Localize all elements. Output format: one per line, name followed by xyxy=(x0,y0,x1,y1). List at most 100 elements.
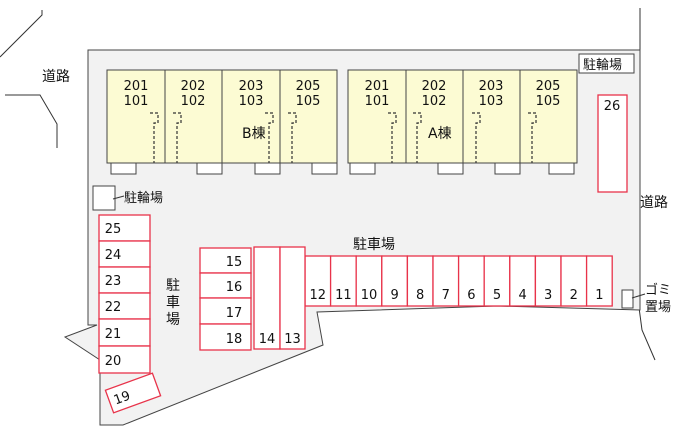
bike-parking-left-label: 駐輪場 xyxy=(124,190,163,206)
parking-slot-25-label: 25 xyxy=(105,222,122,237)
parking-slot-11 xyxy=(329,255,357,307)
parking-slot-4-label: 4 xyxy=(518,288,526,303)
garbage-leader xyxy=(631,293,646,299)
parking-slot-20-label: 20 xyxy=(105,354,122,369)
bike-parking-left-leader xyxy=(112,195,125,200)
unit-b-1-upper: 201 xyxy=(124,79,149,94)
unit-a-2-lower: 102 xyxy=(422,94,447,109)
unit-b-1 xyxy=(106,69,166,164)
garbage-area xyxy=(621,289,634,309)
building-a: 201 101 202 102 203 103 205 105 A棟 xyxy=(347,69,578,175)
parking-slot-15 xyxy=(199,247,252,274)
road-label-left: 道路 xyxy=(42,69,70,85)
bike-parking-top-label: 駐輪場 xyxy=(583,57,622,73)
parking-block-mid: 15 16 17 18 xyxy=(199,247,252,351)
parking-slot-1 xyxy=(585,255,613,307)
unit-a-3 xyxy=(462,69,521,164)
unit-a-4 xyxy=(519,69,578,164)
parking-slot-18-label: 18 xyxy=(226,332,243,347)
parking-slot-16-label: 16 xyxy=(226,280,243,295)
parking-slot-22 xyxy=(98,292,151,320)
unit-a-2 xyxy=(405,69,464,164)
unit-b-4-lower: 105 xyxy=(296,94,321,109)
parking-slot-22-label: 22 xyxy=(105,300,122,315)
parking-slot-26 xyxy=(597,94,628,193)
parking-slot-2 xyxy=(560,255,588,307)
unit-b-3-upper: 203 xyxy=(239,79,264,94)
stair-a-2 xyxy=(413,112,422,163)
parking-slot-11-label: 11 xyxy=(335,288,352,303)
parking-slot-13-label: 13 xyxy=(284,332,301,347)
unit-a-1-upper: 201 xyxy=(365,79,390,94)
parking-slot-6-label: 6 xyxy=(467,288,475,303)
unit-a-2-upper: 202 xyxy=(422,79,447,94)
parking-label-vertical-1: 駐 xyxy=(166,278,180,294)
parking-slot-24 xyxy=(98,240,151,268)
parking-label-center: 駐車場 xyxy=(353,236,395,253)
parking-slot-17 xyxy=(199,297,252,325)
parking-slot-4 xyxy=(509,255,537,307)
parking-column-left: 25 24 23 22 21 20 xyxy=(98,214,151,374)
parking-slot-9 xyxy=(381,255,409,307)
stair-b-2 xyxy=(173,112,182,163)
parking-slot-19-group: 19 xyxy=(104,372,162,414)
parking-label-vertical-2: 車 xyxy=(166,294,180,311)
unit-b-3-lower: 103 xyxy=(239,94,264,109)
stair-b-3 xyxy=(265,112,274,163)
parking-slot-5-label: 5 xyxy=(493,288,501,303)
parking-slot-8-label: 8 xyxy=(416,288,424,303)
garbage-label-2: 置場 xyxy=(645,300,671,315)
unit-b-2-upper: 202 xyxy=(181,79,206,94)
parking-slot-1-label: 1 xyxy=(595,288,603,303)
unit-a-4-upper: 205 xyxy=(536,79,561,94)
unit-b-2 xyxy=(164,69,223,164)
unit-a-3-lower: 103 xyxy=(479,94,504,109)
bike-parking-left xyxy=(92,185,116,211)
parking-slot-17-label: 17 xyxy=(226,306,243,321)
parking-slot-13 xyxy=(279,246,306,350)
parking-slot-21-label: 21 xyxy=(105,327,122,342)
parking-slot-26-label: 26 xyxy=(604,99,621,114)
parking-slot-24-label: 24 xyxy=(105,248,122,263)
parking-slot-23 xyxy=(98,266,151,294)
building-b: 201 101 202 102 203 103 205 105 B棟 xyxy=(106,69,338,175)
road-label-right: 道路 xyxy=(640,195,668,211)
unit-b-3 xyxy=(221,69,281,164)
parking-slot-20 xyxy=(98,345,151,374)
bike-parking-top xyxy=(578,53,635,74)
unit-b-1-lower: 101 xyxy=(124,94,149,109)
parking-slot-12 xyxy=(304,255,332,307)
parking-slot-23-label: 23 xyxy=(105,274,122,289)
road-edge-left-top xyxy=(0,10,43,58)
parking-slot-14-label: 14 xyxy=(259,332,276,347)
parking-slot-21 xyxy=(98,318,151,347)
parking-slot-7-label: 7 xyxy=(442,288,450,303)
parking-slot-3 xyxy=(534,255,562,307)
parking-slot-10 xyxy=(355,255,383,307)
parking-row-main: 12 11 10 9 8 7 6 5 4 3 2 1 xyxy=(304,255,613,307)
road-edge-left-bottom xyxy=(5,94,58,148)
parking-slot-19 xyxy=(104,372,162,414)
unit-a-4-lower: 105 xyxy=(536,94,561,109)
parking-slot-19-label: 19 xyxy=(112,389,133,409)
garbage-label-1: ゴミ xyxy=(645,282,671,298)
unit-a-3-upper: 203 xyxy=(479,79,504,94)
parking-slot-12-label: 12 xyxy=(310,288,327,303)
unit-b-2-lower: 102 xyxy=(181,94,206,109)
stair-a-1 xyxy=(388,112,397,163)
parking-slot-9-label: 9 xyxy=(390,288,398,303)
unit-a-1-lower: 101 xyxy=(365,94,390,109)
parking-slot-8 xyxy=(406,255,434,307)
stair-a-3 xyxy=(472,112,481,163)
parking-slot-3-label: 3 xyxy=(544,288,552,303)
building-a-name: A棟 xyxy=(428,126,452,142)
parking-slot-5 xyxy=(483,255,511,307)
parking-slot-15-label: 15 xyxy=(226,255,243,270)
stair-b-1 xyxy=(150,112,159,163)
stair-a-4 xyxy=(528,112,537,163)
building-b-name: B棟 xyxy=(242,126,266,142)
parking-slot-14 xyxy=(253,246,281,350)
unit-b-4-upper: 205 xyxy=(296,79,321,94)
parking-slot-18 xyxy=(199,323,252,351)
